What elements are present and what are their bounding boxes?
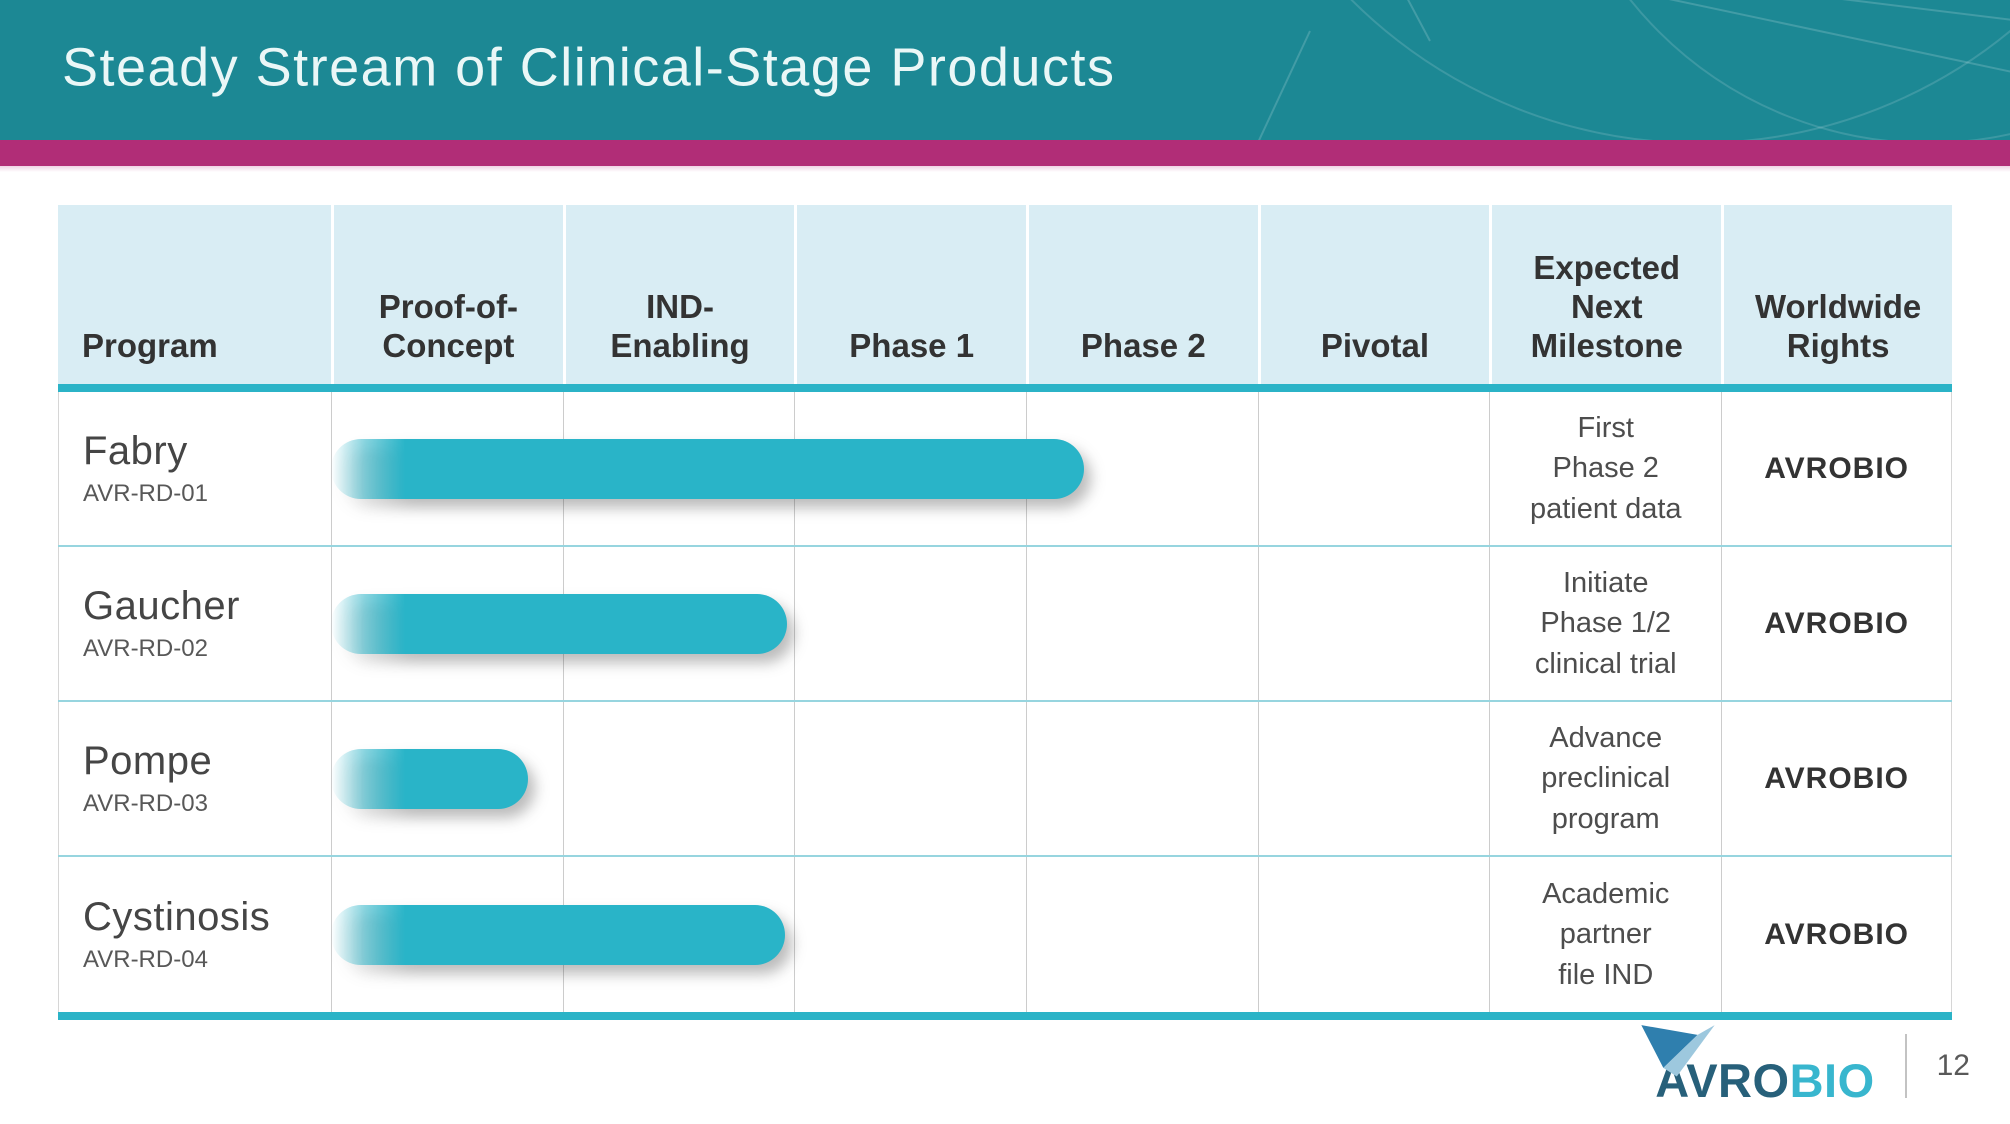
column-header-proof-of-concept: Proof-of- Concept: [331, 205, 563, 384]
rights-cell: AVROBIO: [1721, 547, 1952, 700]
column-header-program: Program: [82, 327, 218, 365]
program-code: AVR-RD-04: [83, 946, 208, 973]
stage-cell: [562, 702, 795, 855]
milestone-cell: Advance preclinical program: [1489, 702, 1721, 855]
footer-divider: [1904, 1033, 1907, 1098]
rights-cell: AVROBIO: [1721, 392, 1952, 545]
accent-stripe: [0, 140, 2010, 166]
program-name: Fabry: [83, 429, 188, 473]
column-header-worldwide-rights: Worldwide Rights: [1721, 205, 1952, 384]
program-name: Cystinosis: [83, 895, 271, 939]
column-header-expected-next-milestone: Expected Next Milestone: [1489, 205, 1721, 384]
program-cell: Cystinosis AVR-RD-04: [58, 857, 331, 1012]
table-row-pompe: Pompe AVR-RD-03 Advance preclinical prog…: [58, 702, 1952, 857]
program-cell: Gaucher AVR-RD-02: [58, 547, 331, 700]
program-code: AVR-RD-03: [83, 790, 208, 817]
milestone-cell: Academic partner file IND: [1489, 857, 1721, 1012]
progress-bar: [331, 438, 1084, 499]
progress-bar: [331, 593, 788, 654]
progress-bar: [331, 904, 786, 965]
avrobio-logo: AVROBIO: [1641, 1023, 1874, 1108]
stage-cell: [794, 702, 1026, 855]
milestone-cell: First Phase 2 patient data: [1489, 392, 1721, 545]
program-name: Gaucher: [83, 584, 240, 628]
stage-cell: [1257, 702, 1490, 855]
page-title: Steady Stream of Clinical-Stage Products: [62, 37, 1116, 98]
logo-text-bio: BIO: [1789, 1054, 1875, 1107]
rights-cell: AVROBIO: [1721, 702, 1952, 855]
program-cell: Fabry AVR-RD-01: [58, 392, 331, 545]
stage-cell: [1025, 547, 1258, 700]
stage-cell: [794, 547, 1026, 700]
column-header-pivotal: Pivotal: [1257, 205, 1490, 384]
stage-cell: [794, 857, 1026, 1012]
rights-cell: AVROBIO: [1721, 857, 1952, 1012]
table-row-cystinosis: Cystinosis AVR-RD-04 Academic partner fi…: [58, 857, 1952, 1012]
column-header-phase-2: Phase 2: [1025, 205, 1258, 384]
pipeline-table: Program Proof-of- Concept IND- Enabling …: [58, 205, 1952, 1020]
column-header-ind-enabling: IND- Enabling: [562, 205, 795, 384]
milestone-cell: Initiate Phase 1/2 clinical trial: [1489, 547, 1721, 700]
footer: AVROBIO 12: [1641, 1023, 1976, 1108]
stage-cell: [1257, 392, 1490, 545]
progress-bar: [331, 748, 528, 809]
program-name: Pompe: [83, 739, 213, 783]
stage-cell: [1257, 857, 1490, 1012]
program-cell: Pompe AVR-RD-03: [58, 702, 331, 855]
program-code: AVR-RD-02: [83, 635, 208, 662]
table-row-gaucher: Gaucher AVR-RD-02 Initiate Phase 1/2 cli…: [58, 547, 1952, 702]
stage-cell: [1025, 857, 1258, 1012]
page-number: 12: [1936, 1048, 1970, 1082]
table-row-fabry: Fabry AVR-RD-01 First Phase 2 patient da…: [58, 392, 1952, 547]
table-header-row: Program Proof-of- Concept IND- Enabling …: [58, 205, 1952, 392]
stage-cell: [1257, 547, 1490, 700]
title-bar: Steady Stream of Clinical-Stage Products: [0, 0, 2010, 140]
program-code: AVR-RD-01: [83, 480, 208, 507]
table-body: Fabry AVR-RD-01 First Phase 2 patient da…: [58, 392, 1952, 1020]
column-header-phase-1: Phase 1: [794, 205, 1026, 384]
accent-stripe-glow: [0, 166, 2010, 172]
paper-plane-icon: [1641, 1025, 1715, 1077]
stage-cell: [1025, 702, 1258, 855]
